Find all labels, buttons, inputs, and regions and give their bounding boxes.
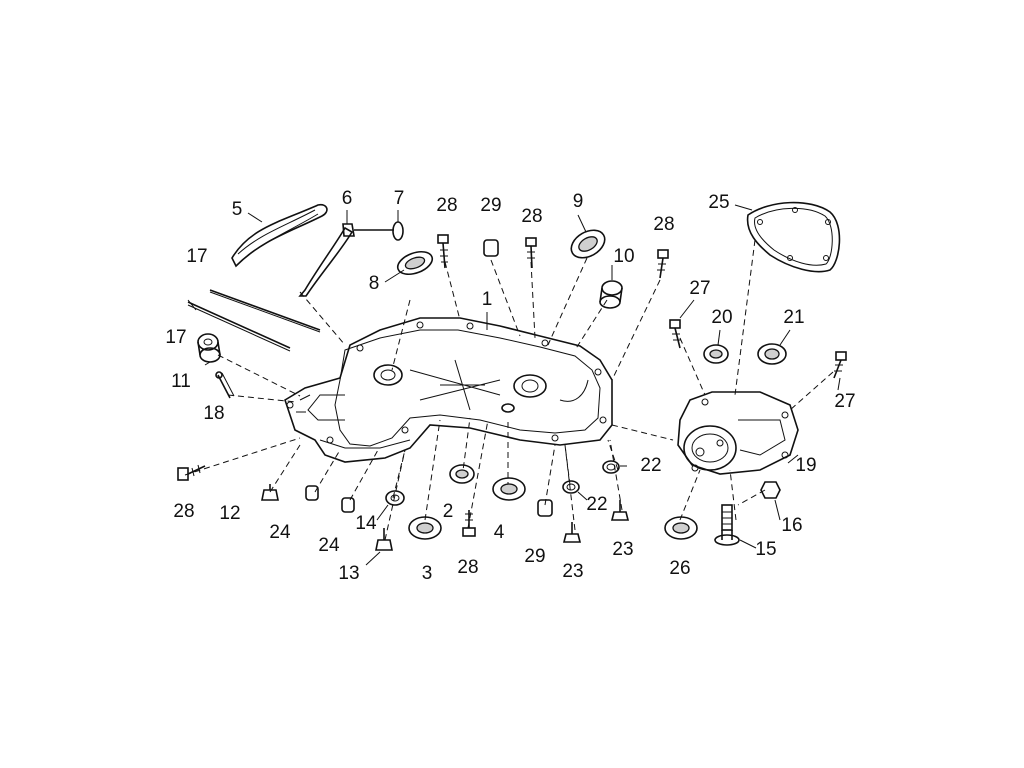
label-27: 27 [689, 278, 710, 299]
label-25: 25 [708, 192, 729, 213]
label-4: 4 [494, 522, 505, 543]
label-6: 6 [342, 188, 353, 209]
label-26: 26 [669, 558, 690, 579]
gasket-25 [746, 201, 841, 273]
label-28: 28 [436, 195, 457, 216]
washer-22-lower [562, 480, 580, 494]
washer-14 [385, 490, 405, 506]
label-29: 29 [524, 546, 545, 567]
bolt-28-top-right [657, 249, 669, 279]
bolt-28-left [177, 464, 206, 481]
label-16: 16 [781, 515, 802, 536]
washer-22-upper [602, 460, 620, 474]
label-28: 28 [173, 501, 194, 522]
dowel-29-bottom [537, 499, 553, 517]
label-18: 18 [203, 403, 224, 424]
label-17: 17 [165, 327, 186, 348]
cam-chain [231, 203, 328, 268]
label-27: 27 [834, 391, 855, 412]
label-20: 20 [711, 307, 732, 328]
label-17: 17 [186, 246, 207, 267]
roller-11 [197, 333, 221, 363]
leader-lines [204, 204, 841, 566]
bolt-13 [375, 528, 393, 551]
label-3: 3 [422, 563, 433, 584]
seal-26 [664, 516, 698, 540]
bearing-3 [408, 516, 442, 540]
label-24: 24 [269, 522, 291, 543]
stud-17-lower [187, 299, 291, 352]
label-9: 9 [573, 191, 584, 212]
dowel-29-top [483, 239, 499, 257]
label-1: 1 [482, 289, 493, 310]
bearing-2 [449, 464, 475, 484]
label-11: 11 [171, 371, 191, 392]
label-13: 13 [338, 563, 359, 584]
label-8: 8 [369, 273, 380, 294]
label-10: 10 [613, 246, 634, 267]
label-28: 28 [521, 206, 542, 227]
label-22: 22 [640, 455, 661, 476]
label-24: 24 [318, 535, 340, 556]
label-23: 23 [562, 561, 583, 582]
crankcase-1 [284, 317, 613, 463]
bolt-23-left [562, 522, 582, 543]
plug-12 [261, 484, 279, 501]
bolt-28-bottom [462, 510, 476, 537]
dowel-24-left [305, 485, 319, 501]
bolt-28-top-2 [525, 237, 537, 269]
label-15: 15 [755, 539, 776, 560]
oil-seal-9 [570, 229, 606, 259]
label-5: 5 [232, 199, 243, 220]
bolt-27-left [669, 319, 681, 349]
label-29: 29 [480, 195, 501, 216]
oil-seal-8 [396, 250, 434, 276]
part-labels: 5 6 7 28 29 28 9 28 25 17 8 10 17 1 27 2… [165, 188, 855, 584]
gear-housing-19 [677, 391, 799, 475]
label-12: 12 [219, 503, 240, 524]
label-2: 2 [443, 501, 454, 522]
bolt-27-right [833, 351, 847, 379]
bolt-28-top [437, 234, 449, 269]
dowel-24-right [341, 497, 355, 513]
label-7: 7 [394, 188, 405, 209]
assembly-lines [184, 239, 834, 541]
label-22: 22 [586, 494, 607, 515]
stud-17-upper [209, 289, 321, 333]
label-21: 21 [783, 307, 804, 328]
label-14: 14 [355, 513, 377, 534]
bearing-21 [757, 343, 787, 365]
bolt-23-right [610, 500, 630, 521]
label-19: 19 [795, 455, 816, 476]
bearing-4 [492, 477, 526, 501]
label-23: 23 [612, 539, 633, 560]
nut-16 [760, 481, 781, 499]
pin-18 [215, 371, 235, 399]
chain-guide [298, 223, 355, 297]
shaft-15 [714, 504, 740, 546]
bearing-20 [703, 344, 729, 364]
bolt-7 [354, 221, 404, 241]
bushing-10 [599, 280, 623, 309]
label-28: 28 [457, 557, 478, 578]
label-28: 28 [653, 214, 674, 235]
